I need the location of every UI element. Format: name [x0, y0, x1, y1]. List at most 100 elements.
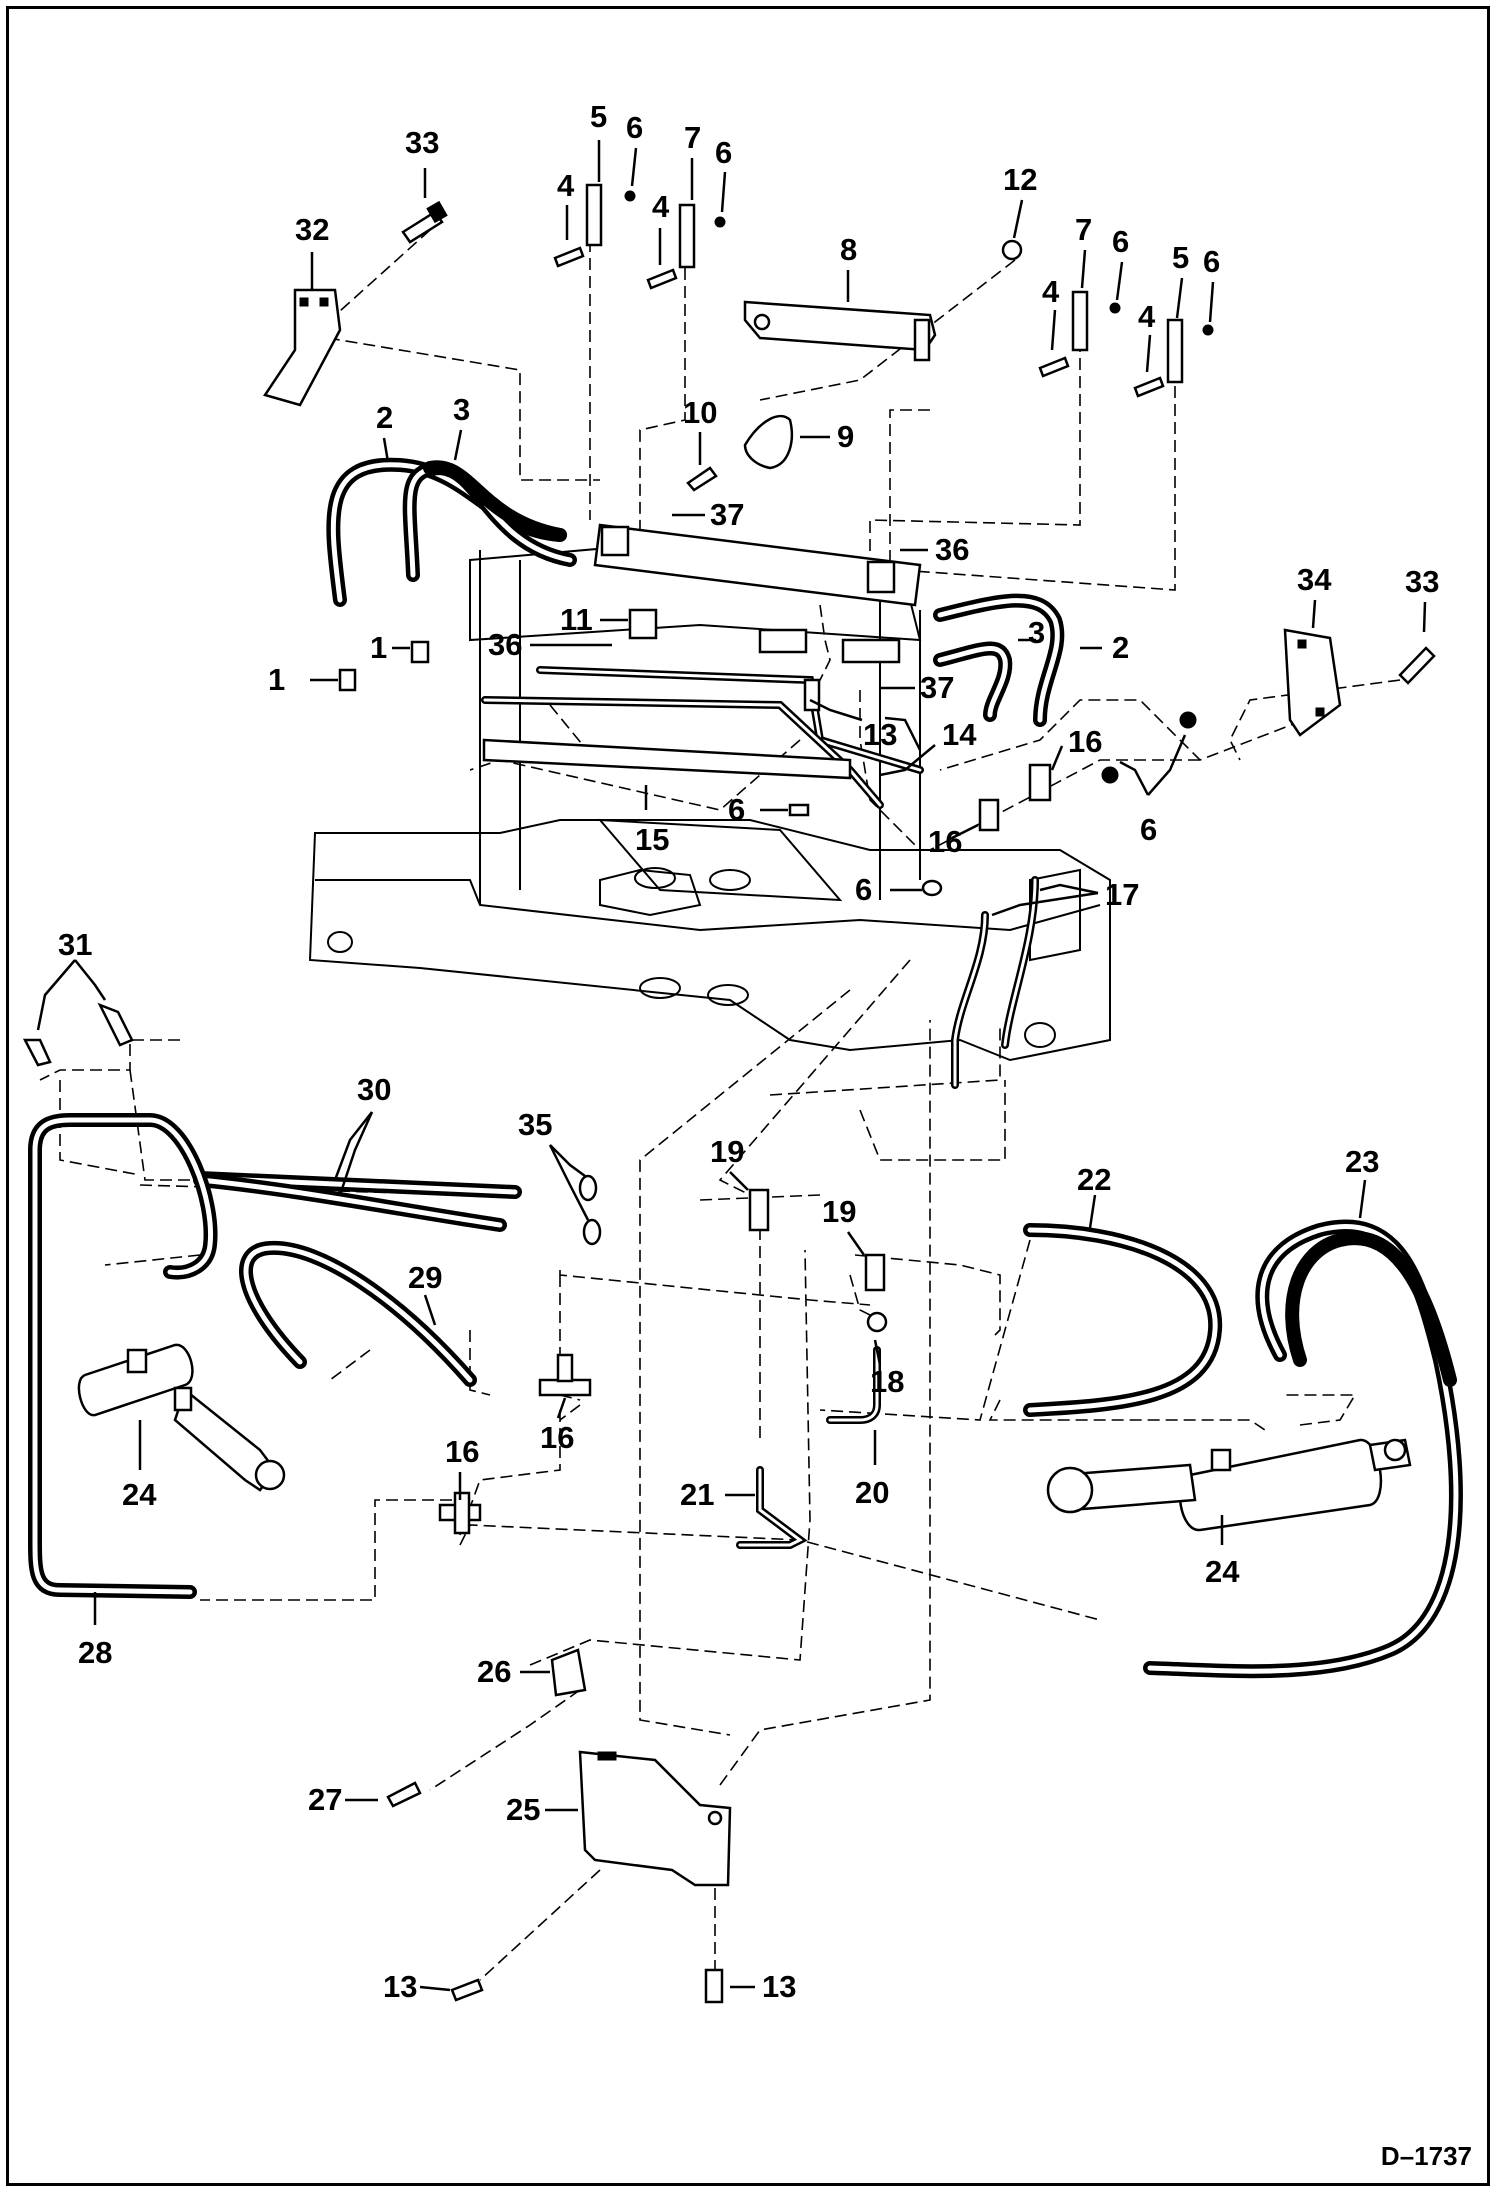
crossmember [593, 523, 922, 607]
callout-16-c: 16 [540, 1420, 574, 1455]
callout-23: 23 [1345, 1144, 1379, 1179]
fitting-31-b [97, 1002, 134, 1047]
callout-27: 27 [308, 1782, 342, 1817]
hose-22 [1023, 1223, 1223, 1417]
callout-2-left: 2 [376, 400, 393, 435]
callout-33-left: 33 [405, 125, 439, 160]
callout-13-bottom-right: 13 [762, 1969, 796, 2004]
bolt-4-b [646, 268, 678, 290]
clamp-26 [550, 1648, 587, 1697]
assembly-guide-lines [39, 229, 1401, 1981]
callout-16-a: 16 [1068, 724, 1102, 759]
nut-12 [1001, 239, 1023, 261]
callout-32: 32 [295, 212, 329, 247]
callout-12: 12 [1003, 162, 1037, 197]
fitting-35-a [578, 1174, 598, 1202]
nut-6-c [1109, 302, 1121, 314]
callout-11: 11 [560, 602, 593, 637]
callout-4-c: 4 [1042, 274, 1060, 309]
callout-13-bottom-left: 13 [383, 1969, 417, 2004]
nut-6-a [624, 190, 636, 202]
callout-5-left: 5 [590, 99, 607, 134]
callout-13-top: 13 [863, 717, 897, 752]
bolt-4-c [1038, 356, 1070, 378]
bolt-13-b [450, 1978, 484, 2002]
hose-2-left [326, 457, 567, 607]
mount-15 [482, 738, 852, 780]
callout-7-left: 7 [684, 120, 701, 155]
hose-23 [1143, 1219, 1463, 1679]
callout-6-b: 6 [715, 135, 732, 170]
bolt-13-a [803, 678, 821, 712]
callout-18: 18 [870, 1364, 904, 1399]
callout-37-mid: 37 [920, 670, 954, 705]
bolt-4-d [1133, 376, 1165, 398]
nut-6-d [1202, 324, 1214, 336]
loader-frame-outline [308, 538, 1111, 1062]
tee-19-a [748, 1188, 770, 1232]
callout-30: 30 [357, 1072, 391, 1107]
bolt-33-left [401, 210, 444, 244]
callout-6-g: 6 [855, 872, 872, 907]
mechanical-parts [22, 183, 1436, 2004]
callout-36-mid: 36 [488, 627, 522, 662]
drawing-id: D–1737 [1380, 2141, 1472, 2171]
bolt-33-right [1398, 646, 1436, 685]
tube-17-left [951, 911, 989, 1089]
callout-19-b: 19 [822, 1194, 856, 1229]
fitting-35-b [582, 1218, 602, 1246]
callout-31: 31 [58, 927, 92, 962]
callout-15: 15 [635, 822, 669, 857]
callout-1-mid: 1 [370, 630, 387, 665]
callout-4-d: 4 [1138, 299, 1156, 334]
diagram-border [6, 6, 1490, 2186]
callout-7-right: 7 [1075, 212, 1092, 247]
callout-36-top: 36 [935, 532, 969, 567]
callout-3-right: 3 [1028, 615, 1045, 650]
callout-16-b: 16 [928, 824, 962, 859]
callout-3-left: 3 [453, 392, 470, 427]
callout-10: 10 [683, 395, 717, 430]
bolt-10 [686, 466, 718, 492]
bracket-25 [578, 1750, 732, 1887]
callout-24-left: 24 [122, 1477, 157, 1512]
nut-6-b [714, 216, 726, 228]
callout-20: 20 [855, 1475, 889, 1510]
callout-5-right: 5 [1172, 240, 1189, 275]
callout-33-right: 33 [1405, 564, 1439, 599]
pin-7-right [1071, 290, 1089, 352]
callout-1-left: 1 [268, 662, 285, 697]
tee-19-b [864, 1253, 886, 1292]
nut-6-e [1101, 766, 1119, 784]
cylinder-24-right [1046, 1438, 1412, 1532]
leader-lines [36, 140, 1427, 1992]
callout-26: 26 [477, 1654, 511, 1689]
bolt-27 [386, 1781, 422, 1808]
callout-17: 17 [1105, 877, 1139, 912]
callout-6-d: 6 [1203, 244, 1220, 279]
cylinder-24-left [77, 1343, 286, 1492]
pin-7-left [678, 203, 696, 269]
callout-labels: 33 32 5 6 4 7 6 4 12 8 7 6 5 6 4 4 2 3 1… [58, 99, 1439, 2004]
fitting-18 [866, 1311, 888, 1333]
bolt-13-c [704, 1968, 724, 2004]
callout-4-a: 4 [557, 168, 575, 203]
callout-4-b: 4 [652, 189, 670, 224]
callout-37-top: 37 [710, 497, 744, 532]
callout-24-right: 24 [1205, 1554, 1240, 1589]
callout-34: 34 [1297, 562, 1332, 597]
bolt-4-a [553, 246, 585, 268]
callout-2-right: 2 [1112, 630, 1129, 665]
fitting-1-left [338, 668, 357, 692]
callout-6-f: 6 [1140, 812, 1157, 847]
callout-28: 28 [78, 1635, 112, 1670]
callout-19-a: 19 [710, 1134, 744, 1169]
bracket-8 [743, 300, 937, 352]
callout-6-c: 6 [1112, 224, 1129, 259]
clamp-11 [628, 608, 658, 640]
pin-5-left [585, 183, 603, 247]
nut-6-h [921, 879, 943, 897]
bracket-34 [1283, 628, 1342, 737]
nut-6-f [1179, 711, 1197, 729]
